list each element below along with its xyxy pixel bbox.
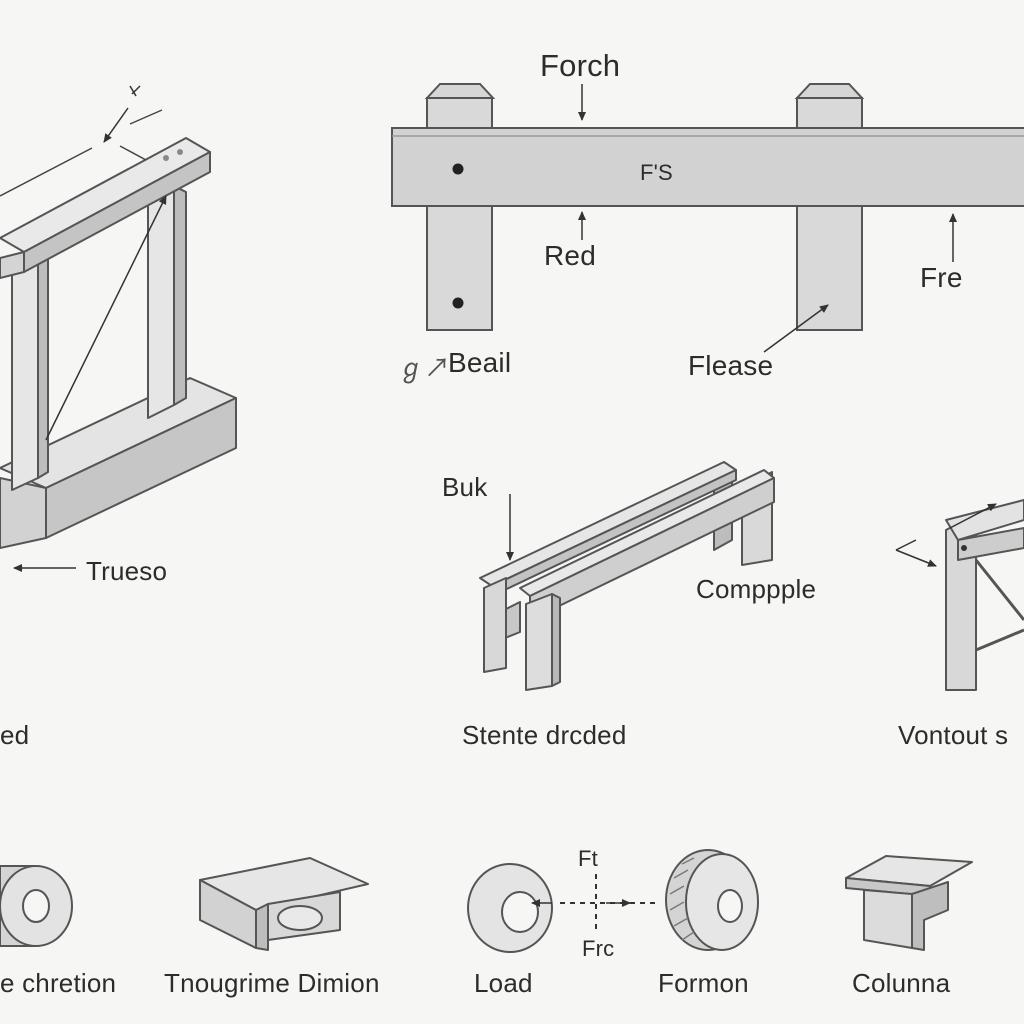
truss-arrow-2 [895, 549, 937, 567]
roller-icon [0, 865, 73, 947]
flease-arrow [763, 304, 829, 353]
label-icon3-bottom: Frc [582, 936, 615, 961]
bench [479, 461, 775, 691]
label-trueso: Trueso [86, 556, 168, 586]
label-beam-center: F'S [640, 160, 673, 185]
column-icon [845, 855, 973, 951]
force-cross [560, 874, 656, 932]
load-disc-icon [467, 863, 553, 953]
label-truss-caption: Vontout s [898, 720, 1009, 750]
truss-arrow-1 [949, 503, 997, 529]
label-forch: Forch [540, 48, 621, 83]
label-icon5: Colunna [852, 968, 951, 998]
label-bench-caption: Stente drcded [462, 720, 627, 750]
beam-assembly [391, 83, 1024, 331]
label-fre: Fre [920, 262, 963, 293]
label-icon2: Tnougrime Dimion [164, 968, 380, 998]
truss-frame [945, 499, 1024, 691]
label-icon3: Load [474, 968, 533, 998]
label-icon1: e chretion [0, 968, 117, 998]
label-icon4: Formon [658, 968, 749, 998]
label-comppple: Comppple [696, 574, 817, 604]
plate-block-icon [199, 857, 369, 951]
label-icon3-top: Ft [578, 846, 598, 871]
label-beail-mark: ℊ↗ [398, 353, 451, 383]
label-flease: Flease [688, 350, 774, 381]
label-buk: Buk [442, 472, 488, 502]
label-red: Red [544, 240, 596, 271]
isometric-frame [0, 85, 237, 549]
label-frame-caption: ed [0, 720, 30, 750]
ribbed-wheel-icon [665, 849, 759, 951]
label-beail: Beail [448, 347, 512, 378]
